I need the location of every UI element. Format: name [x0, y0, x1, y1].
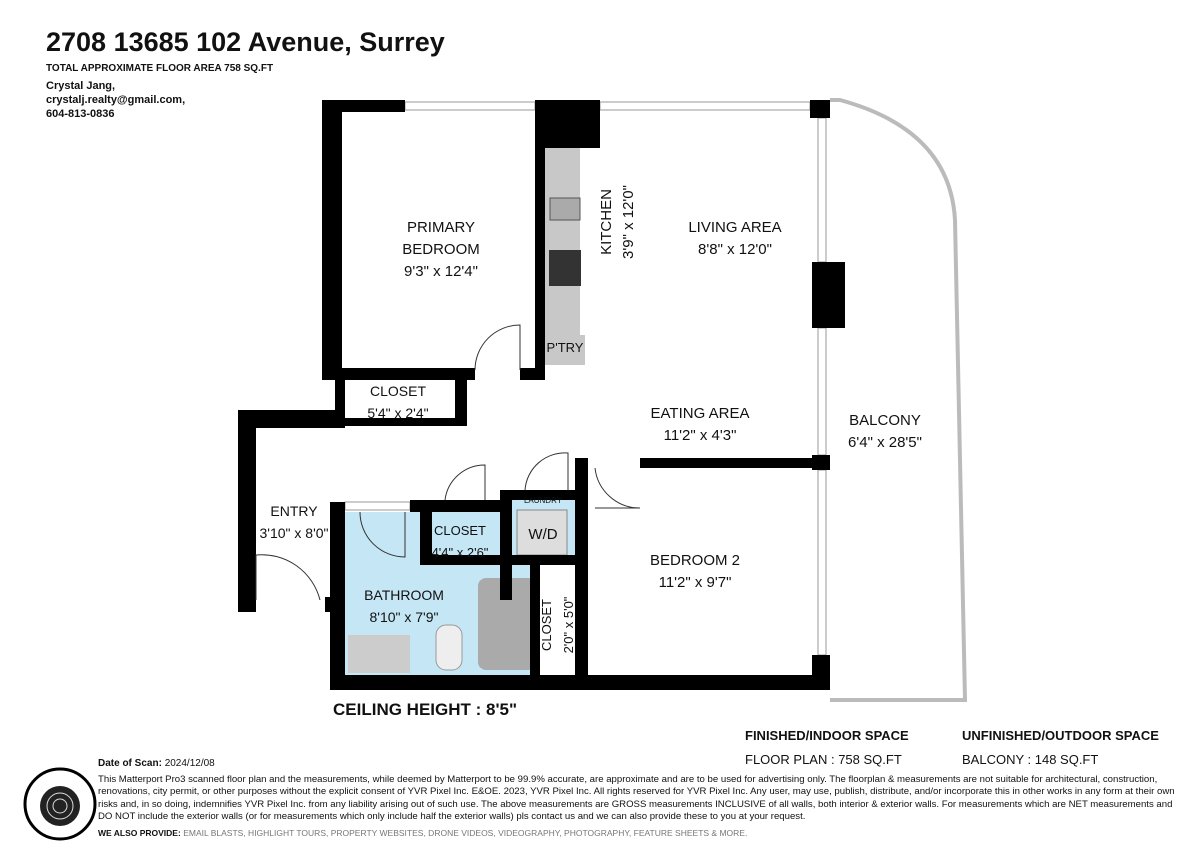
- laundry-label: LAUNDRY: [523, 496, 563, 505]
- contact-email: crystalj.realty@gmail.com,: [46, 94, 186, 106]
- ceiling-height: CEILING HEIGHT : 8'5": [333, 700, 518, 719]
- toilet: [435, 624, 463, 671]
- also-provide: WE ALSO PROVIDE: EMAIL BLASTS, HIGHLIGHT…: [98, 828, 748, 838]
- contact-name: Crystal Jang,: [46, 80, 116, 92]
- pantry: [545, 335, 585, 365]
- contact-phone: 604-813-0836: [46, 108, 115, 120]
- yvr-pixel-logo: [23, 767, 97, 841]
- pantry-label: P'TRY: [546, 340, 584, 355]
- balcony-outline: [830, 98, 968, 702]
- stove-icon: [549, 250, 581, 286]
- finished-value: FLOOR PLAN : 758 SQ.FT: [745, 752, 902, 767]
- page-title: 2708 13685 102 Avenue, Surrey: [46, 27, 445, 57]
- kitchen-counter: [545, 148, 580, 335]
- total-area: TOTAL APPROXIMATE FLOOR AREA 758 SQ.FT: [46, 63, 274, 74]
- vanity: [348, 635, 410, 673]
- finished-heading: FINISHED/INDOOR SPACE: [745, 728, 909, 743]
- washer-dryer-label: W/D: [528, 526, 558, 543]
- scan-date: Date of Scan: 2024/12/08: [98, 758, 215, 769]
- doors: [255, 324, 641, 601]
- unfinished-heading: UNFINISHED/OUTDOOR SPACE: [962, 728, 1159, 743]
- sink-icon: [549, 197, 581, 221]
- bathtub: [478, 578, 536, 670]
- unfinished-value: BALCONY : 148 SQ.FT: [962, 752, 1099, 767]
- walls: [238, 100, 845, 690]
- disclaimer: This Matterport Pro3 scanned floor plan …: [98, 774, 1175, 823]
